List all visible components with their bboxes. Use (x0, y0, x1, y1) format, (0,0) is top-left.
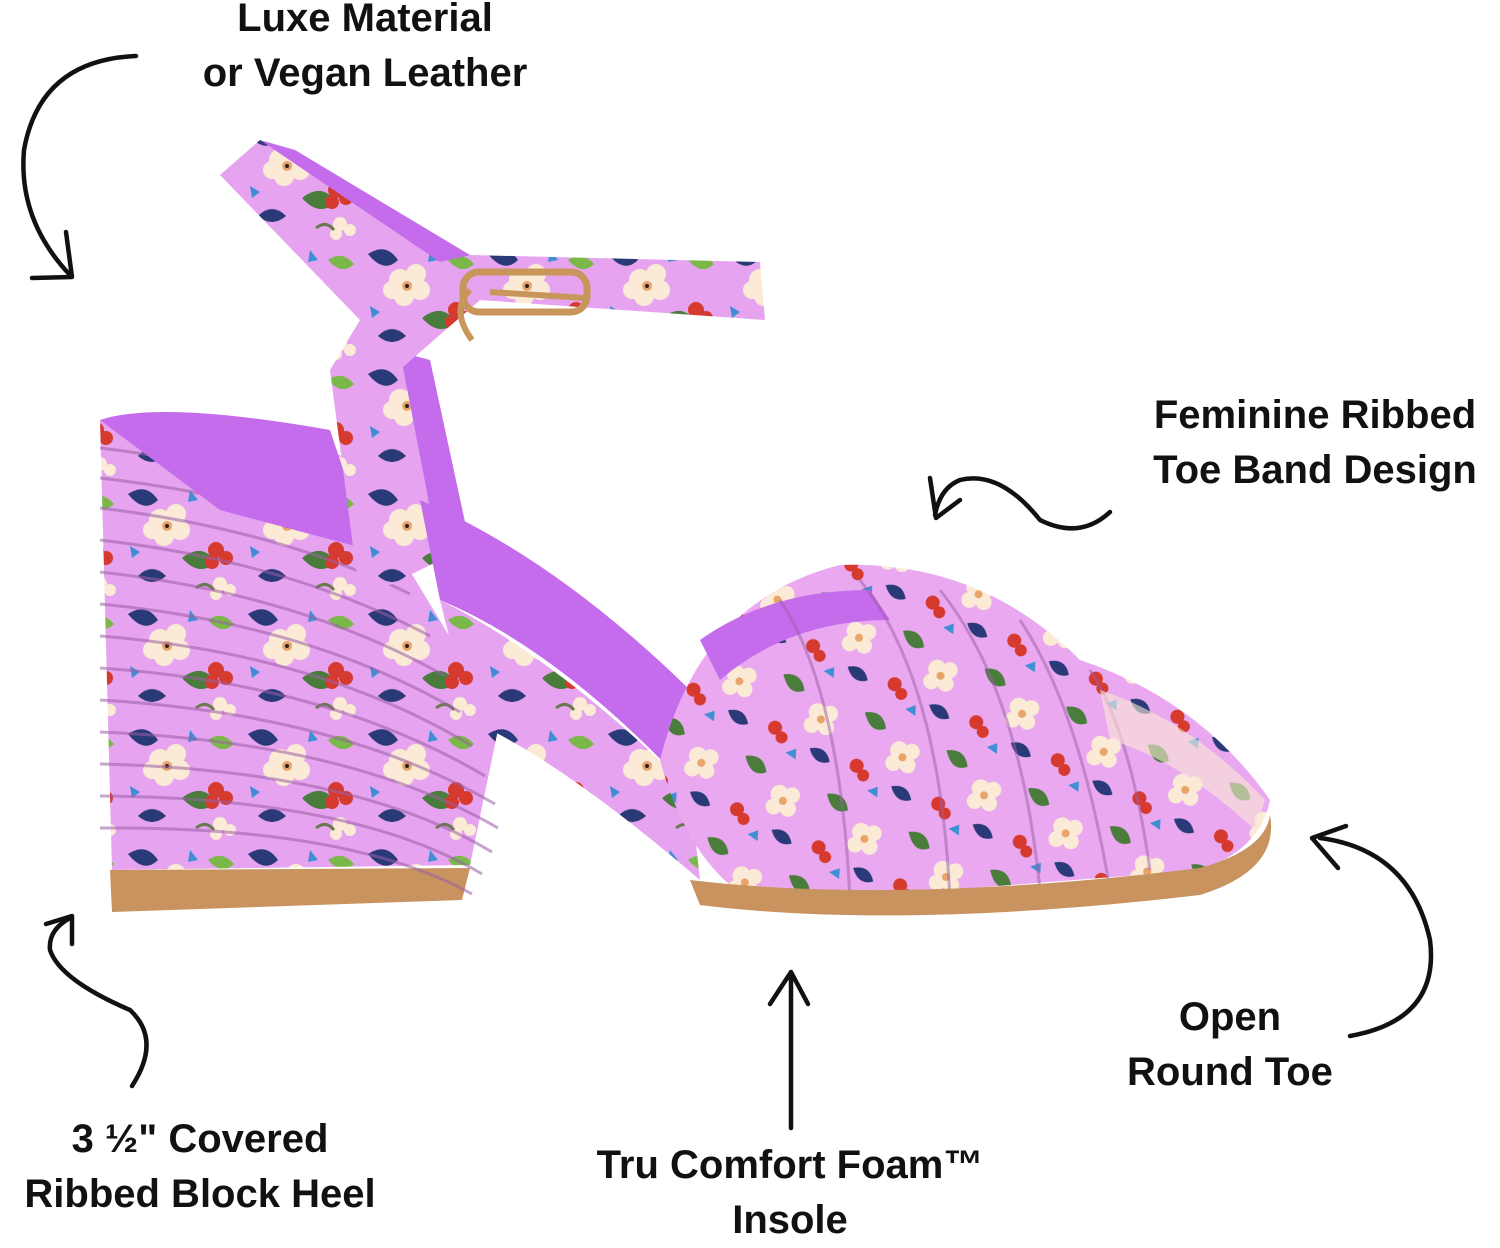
callout-heel: 3 ½" Covered Ribbed Block Heel (0, 1112, 400, 1222)
arrow-toe-band-icon (927, 475, 1113, 531)
callout-insole: Tru Comfort Foam™ Insole (560, 1138, 1020, 1248)
arrow-material-icon (21, 53, 139, 281)
callout-material: Luxe Material or Vegan Leather (160, 0, 570, 101)
callout-open-toe: Open Round Toe (1090, 990, 1370, 1100)
callout-toe-band-line2: Toe Band Design (1153, 448, 1477, 492)
callout-open-toe-line1: Open (1178, 995, 1282, 1039)
callout-toe-band-line1: Feminine Ribbed (1153, 393, 1477, 437)
callout-material-line1: Luxe Material (237, 0, 493, 40)
arrow-insole-icon (767, 969, 811, 1131)
callout-insole-line2: Insole (732, 1198, 848, 1242)
arrow-heel-icon (43, 913, 149, 1089)
insole (420, 500, 700, 790)
ribbed-toe-band (660, 564, 1270, 905)
ribbed-block-heel (99, 420, 500, 912)
outsole (690, 815, 1272, 916)
callout-toe-band: Feminine Ribbed Toe Band Design (1120, 388, 1500, 498)
callout-material-line2: or Vegan Leather (202, 51, 528, 95)
callout-heel-line1: 3 ½" Covered (71, 1117, 329, 1161)
buckle-icon (457, 268, 591, 342)
arrow-open-toe-icon (1309, 823, 1434, 1039)
callout-open-toe-line2: Round Toe (1127, 1050, 1333, 1094)
heel-lining (100, 412, 370, 550)
callout-heel-line2: Ribbed Block Heel (24, 1172, 376, 1216)
callout-insole-line1: Tru Comfort Foam™ (596, 1143, 984, 1187)
